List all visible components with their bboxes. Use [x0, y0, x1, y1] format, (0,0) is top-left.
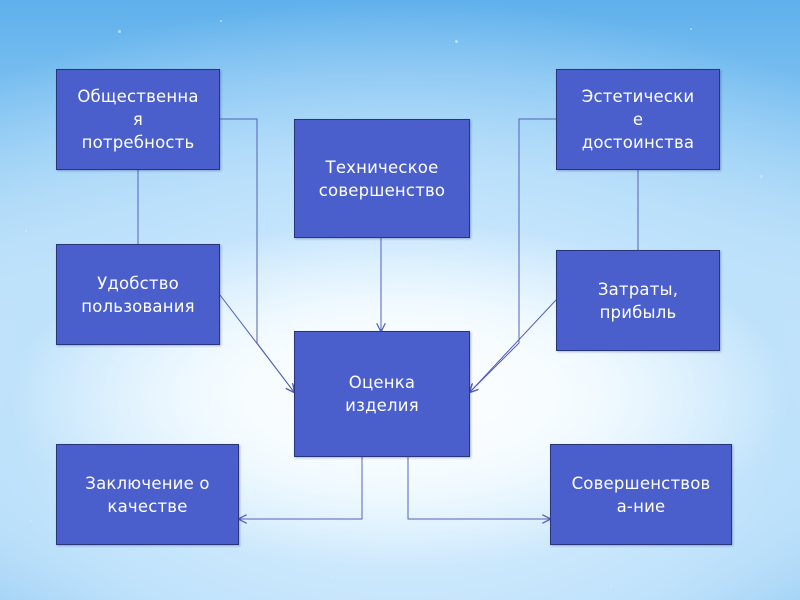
background-sparkle — [690, 28, 692, 30]
background-sparkle — [455, 40, 458, 43]
background-sparkle — [220, 20, 222, 22]
box-aesthetic-merits: Эстетически е достоинства — [556, 69, 720, 170]
box-quality-conclusion: Заключение о качестве — [56, 444, 239, 545]
box-costs-profit: Затраты, прибыль — [556, 250, 720, 351]
connector-usability-to-evaluation — [219, 294, 294, 392]
box-usability: Удобство пользования — [56, 244, 220, 345]
background-sparkle — [25, 230, 27, 232]
background-sparkle — [330, 575, 333, 578]
box-improvement: Совершенствов а-ние — [550, 444, 732, 545]
box-product-evaluation: Оценка изделия — [294, 331, 470, 457]
connector-evaluation-to-conclusion — [239, 457, 363, 519]
connector-social-to-evaluation — [220, 118, 294, 392]
box-technical-perfection: Техническое совершенство — [294, 119, 470, 238]
background-sparkle — [30, 520, 32, 522]
connector-costs-to-evaluation — [470, 299, 557, 392]
box-social-need: Общественна я потребность — [56, 69, 220, 170]
background-sparkle — [610, 585, 612, 587]
connector-evaluation-to-improvement — [407, 457, 550, 519]
background-sparkle — [118, 30, 121, 33]
connector-aesthetic-to-evaluation — [470, 118, 556, 392]
background-sparkle — [760, 175, 763, 178]
background-sparkle — [770, 410, 773, 413]
